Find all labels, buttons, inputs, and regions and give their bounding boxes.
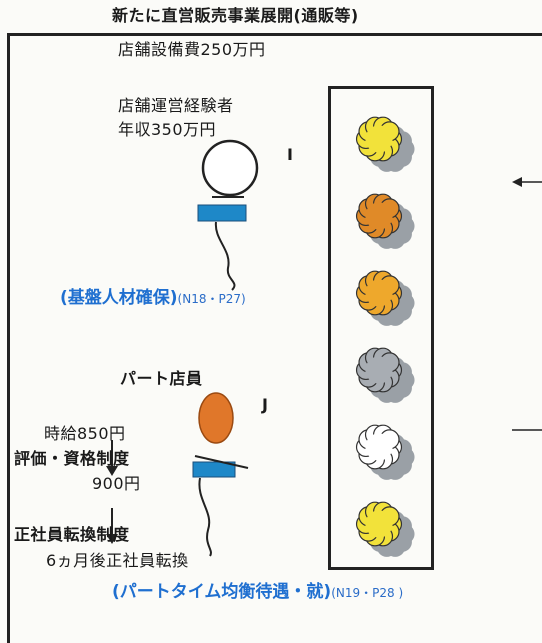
parttimer-title: パート店員: [120, 369, 203, 388]
manager-badge: [197, 204, 247, 222]
manager-head: [201, 139, 259, 197]
parttimer-ref: (N19・P28 ): [331, 586, 404, 600]
outer-frame: [7, 33, 542, 643]
arrow-wage-head: [106, 466, 118, 476]
parttimer-caption-row: (パートタイム均衡待遇・就)(N19・P28 ): [112, 577, 403, 602]
parttimer-conversion-note: 6ヵ月後正社員転換: [46, 551, 189, 570]
parttimer-collar: [194, 455, 249, 469]
parttimer-wage: 時給850円: [44, 424, 126, 443]
parttimer-tail: [198, 477, 212, 557]
figures-layer: [106, 139, 542, 557]
staff-dot-orange-2: [355, 270, 403, 316]
manager-caption-row: (基盤人材確保)(N18・P27): [60, 283, 246, 308]
staff-dot-gray: [355, 347, 403, 393]
parttimer-conversion: 正社員転換制度: [14, 525, 130, 544]
header-cost: 店舗設備費250万円: [118, 40, 266, 59]
parttimer-head: [198, 392, 234, 444]
staff-dot-orange-1: [355, 193, 403, 239]
parttimer-badge: [192, 461, 236, 478]
staff-dot-yellow-1: [355, 116, 403, 162]
parttimer-wage2: 900円: [92, 474, 141, 493]
manager-ref: (N18・P27): [177, 292, 246, 306]
parttimer-eval: 評価・資格制度: [14, 449, 130, 468]
arrow-conversion-head: [106, 534, 118, 544]
staff-dot-yellow-2: [355, 501, 403, 547]
staff-dots-layer: [355, 116, 415, 557]
parttimer-caption: (パートタイム均衡待遇・就): [112, 582, 332, 602]
parttimer-tag: J: [262, 395, 269, 414]
manager-line1: 店舗運営経験者: [118, 96, 234, 115]
staff-column-box: [328, 86, 434, 570]
right-arrow-head: [512, 177, 522, 187]
manager-caption: (基盤人材確保): [60, 288, 178, 308]
manager-line2: 年収350万円: [118, 120, 217, 139]
manager-tail: [214, 221, 236, 291]
staff-dot-white: [355, 424, 403, 470]
header-title: 新たに直営販売事業展開(通販等): [112, 6, 359, 25]
manager-tag: I: [287, 145, 294, 164]
